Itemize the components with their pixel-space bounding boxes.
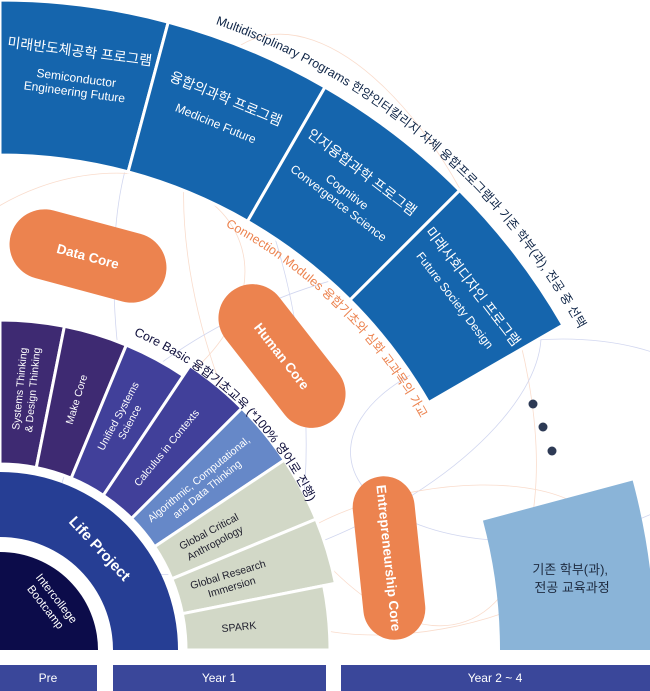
multidisciplinary-programs-band bbox=[0, 0, 563, 403]
svg-text:SPARK: SPARK bbox=[221, 620, 257, 635]
core-segment[interactable] bbox=[180, 583, 332, 652]
intercollege-bootcamp-disc[interactable] bbox=[0, 552, 98, 650]
existing-major-sector[interactable] bbox=[482, 480, 650, 650]
core-basic-segments bbox=[0, 318, 338, 652]
program-segment[interactable] bbox=[347, 188, 565, 405]
existing-major-label: 기존 학부(과), 전공 교육과정 bbox=[532, 562, 611, 595]
more-programs-ellipsis bbox=[528, 399, 557, 456]
timeline-year-1[interactable]: Year 1 bbox=[113, 665, 326, 691]
svg-text:Year 1: Year 1 bbox=[202, 671, 237, 685]
svg-text:Pre: Pre bbox=[39, 671, 58, 685]
timeline-year-2-4[interactable]: Year 2 ~ 4 bbox=[341, 665, 650, 691]
timeline-pre[interactable]: Pre bbox=[0, 665, 97, 691]
life-project-ring[interactable] bbox=[0, 472, 178, 650]
human-core-pill[interactable]: Human Core bbox=[205, 270, 360, 441]
entrepreneurship-core-pill[interactable]: Entrepreneurship Core bbox=[350, 473, 429, 643]
data-core-pill[interactable]: Data Core bbox=[2, 201, 175, 310]
svg-text:Year 2 ~ 4: Year 2 ~ 4 bbox=[468, 671, 523, 685]
core-segment-label: SPARK bbox=[221, 620, 257, 635]
